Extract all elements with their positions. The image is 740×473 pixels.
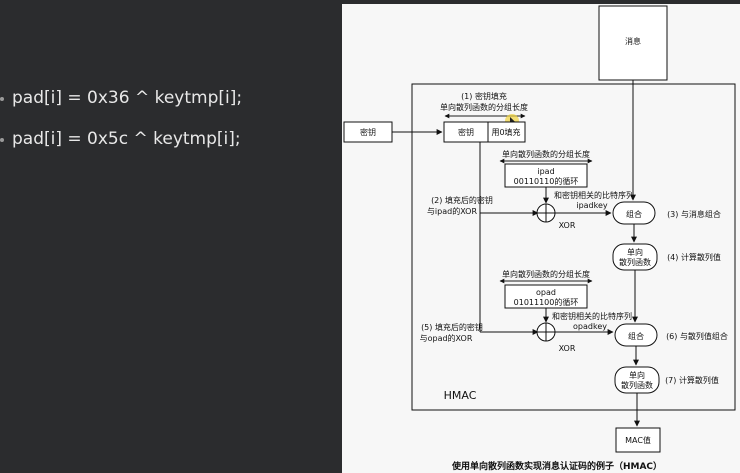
hash-2-label-1: 单向: [629, 370, 645, 380]
zero-fill-cell: [487, 121, 526, 143]
step7-label: (7) 计算散列值: [665, 375, 719, 385]
step3-label: (3) 与消息组合: [667, 209, 721, 219]
code-line-ipad: pad[i] = 0x36 ^ keytmp[i];: [0, 88, 243, 108]
hmac-frame: [411, 83, 736, 411]
xor-2-label: XOR: [559, 344, 576, 353]
step2-label-2: 与ipad的XOR: [427, 206, 478, 216]
opad-name: opad: [536, 288, 556, 297]
padded-key-label: 密钥: [458, 127, 474, 137]
opad-block-length-label: 单向散列函数的分组长度: [502, 269, 590, 279]
step4-label: (4) 计算散列值: [667, 252, 721, 262]
ipadkey-label: ipadkey: [576, 201, 608, 210]
key-input-label: 密钥: [360, 127, 376, 137]
ipad-name: ipad: [537, 167, 554, 176]
step2-label-1: (2) 填充后的密钥: [431, 195, 493, 205]
combine-2-label: 组合: [628, 331, 644, 341]
opad-bits: 01011100的循环: [514, 297, 579, 307]
hash-2-label-2: 散列函数: [621, 380, 653, 390]
step6-label: (6) 与散列值组合: [666, 331, 728, 341]
opadkey-label: opadkey: [573, 322, 607, 331]
ipad-block-length-label: 单向散列函数的分组长度: [502, 149, 590, 159]
key-bits-1-label: 和密钥相关的比特序列: [554, 190, 634, 200]
hmac-diagram: 消息 密钥 (1) 密钥填充 单向散列函数的分组长度 密钥 用0填充 单向散列函…: [342, 4, 740, 473]
figure-caption: 使用单向散列函数实现消息认证码的例子（HMAC）: [451, 460, 662, 472]
combine-1-label: 组合: [626, 209, 642, 219]
code-line-opad: pad[i] = 0x5c ^ keytmp[i];: [0, 129, 241, 149]
message-label: 消息: [625, 36, 641, 46]
block-length-label: 单向散列函数的分组长度: [440, 102, 528, 112]
ipad-bits: 00110110的循环: [514, 176, 579, 186]
mac-value-label: MAC值: [625, 435, 651, 445]
hmac-label: HMAC: [444, 389, 477, 402]
step1-label: (1) 密钥填充: [461, 91, 507, 101]
xor-1-label: XOR: [559, 221, 576, 230]
hash-1-label-2: 散列函数: [619, 257, 651, 267]
step5-label-2: 与opad的XOR: [420, 333, 473, 343]
code-panel: pad[i] = 0x36 ^ keytmp[i]; pad[i] = 0x5c…: [0, 0, 342, 473]
step5-label-1: (5) 填充后的密钥: [421, 322, 483, 332]
zero-fill-label: 用0填充: [491, 127, 520, 137]
mac-value-box: [615, 427, 661, 453]
hash-1-label-1: 单向: [627, 247, 643, 257]
key-bits-2-label: 和密钥相关的比特序列: [552, 311, 632, 321]
